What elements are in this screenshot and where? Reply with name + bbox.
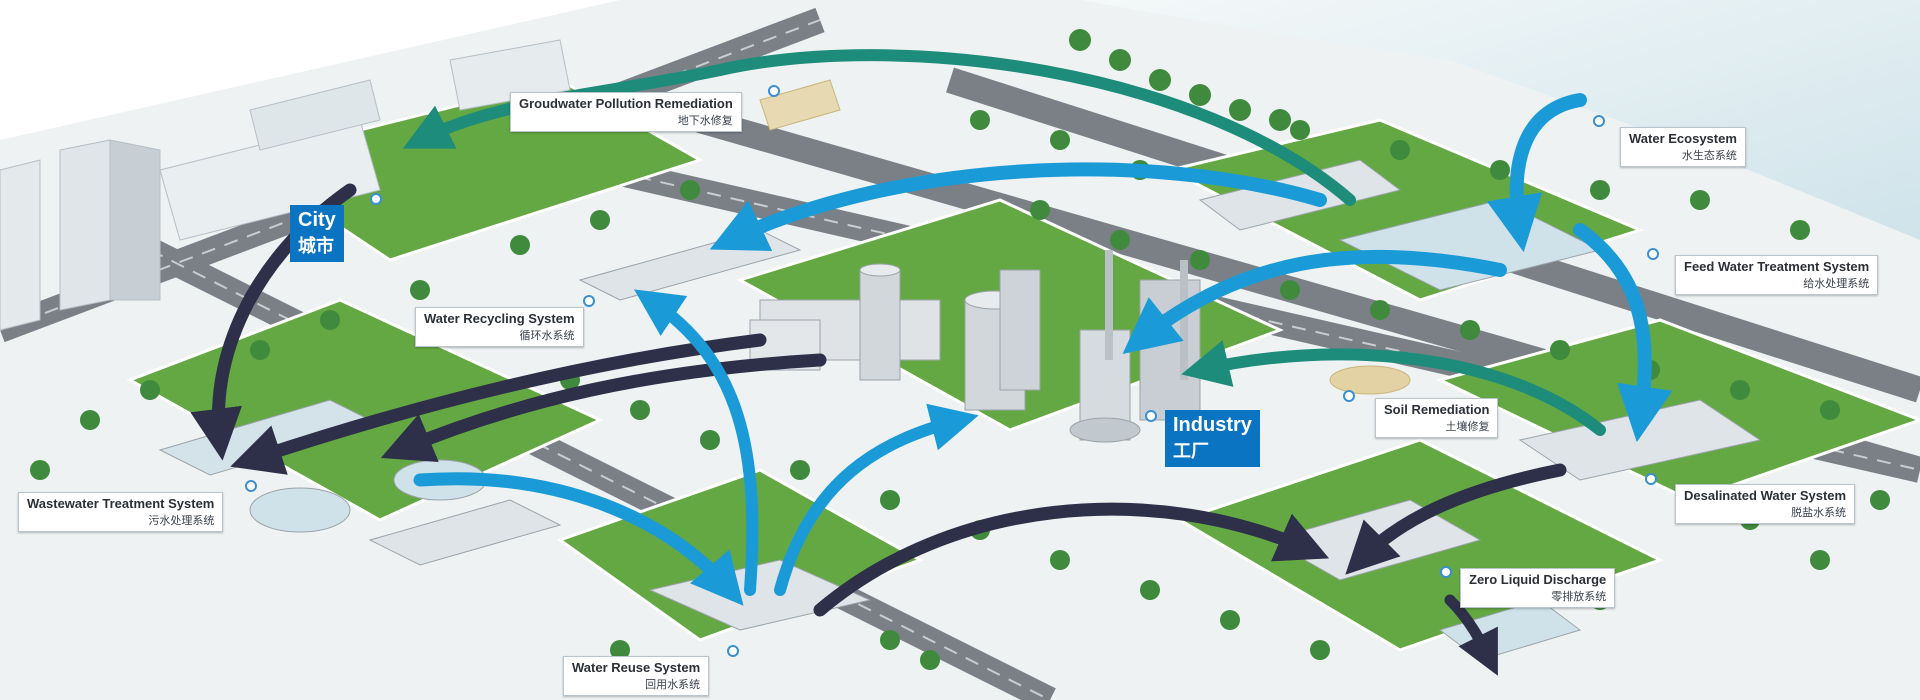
callout-feed-water-treatment: Feed Water Treatment System 给水处理系统 [1675,255,1879,295]
callout-zld-subtitle: 零排放系统 [1551,591,1607,603]
arrow-feed-to-recycling [709,162,1327,252]
callout-wastewater-subtitle: 污水处理系统 [148,515,215,527]
city-hub: City 城市 [290,205,344,262]
arrow-industry-to-wastewater [380,353,827,463]
callout-soil-title: Soil Remediation [1384,402,1490,417]
callout-ecosystem-subtitle: 水生态系统 [1681,150,1737,162]
callout-ecosystem-title: Water Ecosystem [1629,131,1737,146]
flow-arrows [190,49,1673,676]
callout-soil-remediation: Soil Remediation 土壤修复 [1375,398,1499,438]
callout-reuse-subtitle: 回用水系统 [645,679,701,691]
feed-marker-dot [1647,248,1659,260]
industry-hub: Industry 工厂 [1165,410,1260,467]
callout-zld-title: Zero Liquid Discharge [1469,572,1607,587]
callout-wastewater-title: Wastewater Treatment System [27,496,215,511]
city-hub-label-zh: 城市 [298,236,334,256]
callout-water-recycling: Water Recycling System 循环水系统 [415,307,584,347]
arrow-feed-to-industry [1122,249,1507,354]
arrow-zld-outflow [1444,594,1498,676]
city-buildings [0,39,571,331]
callout-desalinated-title: Desalinated Water System [1684,488,1847,503]
callout-soil-subtitle: 土壤修复 [1445,421,1490,433]
wastewater-marker-dot [245,480,257,492]
river [1080,0,1920,240]
ecosystem-marker-dot [1593,115,1605,127]
arrow-desalinated-to-zld [1345,463,1567,575]
industry-hub-label: Industry [1173,414,1252,436]
soil-marker-dot [1343,390,1355,402]
callout-groundwater-title: Groudwater Pollution Remediation [519,96,733,111]
callout-groundwater-remediation: Groudwater Pollution Remediation 地下水修复 [510,92,742,132]
arrow-reuse-to-recycling [634,289,759,596]
callout-wastewater-treatment: Wastewater Treatment System 污水处理系统 [18,492,224,532]
callout-feed-title: Feed Water Treatment System [1684,259,1870,274]
industry-marker-dot [1145,410,1157,422]
callout-zero-liquid-discharge: Zero Liquid Discharge 零排放系统 [1460,568,1616,608]
callout-reuse-title: Water Reuse System [572,660,701,675]
callout-water-ecosystem: Water Ecosystem 水生态系统 [1620,127,1746,167]
city-hub-label: City [298,209,336,231]
arrow-desalinated-to-industry [1181,340,1606,436]
arrow-feed-to-desalinated [1573,223,1673,443]
desalinated-marker-dot [1645,473,1657,485]
callout-desalinated-subtitle: 脱盐水系统 [1791,507,1847,519]
reuse-marker-dot [727,645,739,657]
callout-water-reuse: Water Reuse System 回用水系统 [563,656,710,696]
callout-recycling-title: Water Recycling System [424,311,575,326]
groundwater-marker-dot [768,85,780,97]
arrow-reuse-to-zld [813,502,1330,617]
trees [30,29,1890,670]
arrow-ecosystem-to-feed [1486,93,1587,253]
industry-hub-label-zh: 工厂 [1173,441,1209,461]
arrow-recycling-to-wastewater [230,333,767,475]
zld-marker-dot [1440,566,1452,578]
arrow-reuse-to-industry [774,403,979,596]
recycling-marker-dot [583,295,595,307]
arrow-wastewater-to-reuse [413,472,744,606]
callout-recycling-subtitle: 循环水系统 [519,330,575,342]
callout-groundwater-subtitle: 地下水修复 [677,115,733,127]
callout-desalinated-water: Desalinated Water System 脱盐水系统 [1675,484,1856,524]
city-marker-dot [370,193,382,205]
callout-feed-subtitle: 给水处理系统 [1803,278,1870,290]
